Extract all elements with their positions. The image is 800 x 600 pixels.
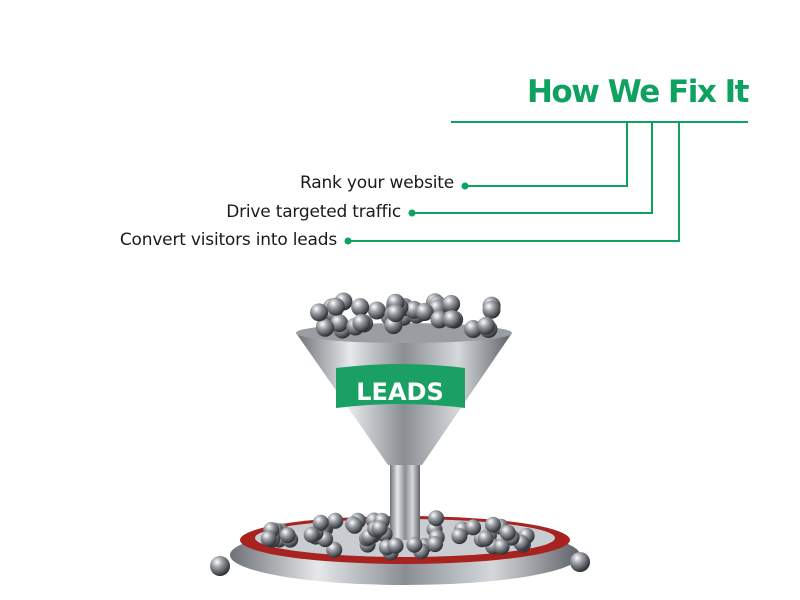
ball xyxy=(386,304,405,323)
ball xyxy=(312,514,329,531)
section-heading: How We Fix It xyxy=(526,74,750,110)
ball xyxy=(477,316,496,335)
ball xyxy=(330,314,349,333)
ball xyxy=(316,318,335,337)
list-item-rank: Rank your website xyxy=(300,173,454,193)
ball xyxy=(351,298,370,317)
ball xyxy=(482,300,501,319)
funnel-spout xyxy=(390,460,420,540)
steel-balls xyxy=(210,292,590,576)
bullet-dot xyxy=(408,209,416,217)
ball xyxy=(352,313,371,332)
ball xyxy=(371,520,388,537)
ball xyxy=(310,303,329,322)
ball xyxy=(346,517,363,534)
ball xyxy=(415,303,434,322)
ball xyxy=(451,528,468,545)
ball xyxy=(279,527,296,544)
leads-text: LEADS xyxy=(356,378,443,406)
bullet-dot xyxy=(461,182,469,190)
ball xyxy=(465,519,482,536)
ball xyxy=(260,530,277,547)
connector-2 xyxy=(412,122,653,214)
ball xyxy=(387,537,404,554)
list-item-traffic: Drive targeted traffic xyxy=(226,202,401,222)
ball xyxy=(326,541,343,558)
ball xyxy=(428,510,445,527)
ball xyxy=(570,552,590,572)
ball xyxy=(484,516,501,533)
ball xyxy=(327,512,344,529)
ball xyxy=(443,310,462,329)
ball xyxy=(367,301,386,320)
leads-label xyxy=(336,364,465,408)
ball xyxy=(493,538,510,555)
ball xyxy=(303,526,320,543)
list-item-convert: Convert visitors into leads xyxy=(119,230,337,250)
ball xyxy=(477,530,494,547)
ball xyxy=(210,556,230,576)
ball xyxy=(430,310,449,329)
ball xyxy=(499,524,516,541)
ball xyxy=(406,536,423,553)
connector-1 xyxy=(465,122,628,187)
bullet-dot xyxy=(344,237,352,245)
connector-3 xyxy=(348,122,680,242)
ball xyxy=(326,297,345,316)
ball xyxy=(442,294,461,313)
ball xyxy=(427,536,444,553)
